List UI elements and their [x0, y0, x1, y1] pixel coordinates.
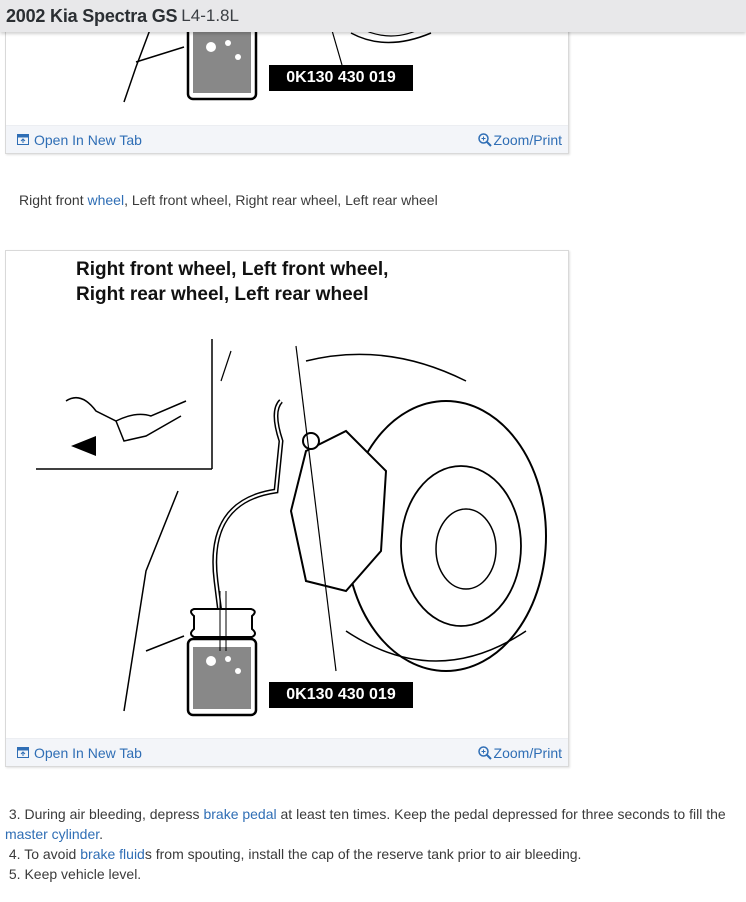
master-cylinder-link[interactable]: master cylinder: [5, 826, 100, 842]
open-new-tab-button[interactable]: Open In New Tab: [17, 132, 142, 148]
zoom-print-button[interactable]: Zoom/Print: [477, 131, 562, 148]
figure-2: Right front wheel, Left front wheel, Rig…: [5, 250, 569, 767]
vehicle-title: 2002 Kia Spectra GS: [6, 5, 178, 26]
brake-pedal-link[interactable]: brake pedal: [203, 806, 277, 822]
brake-bleeding-diagram: [36, 339, 547, 717]
open-new-tab-button[interactable]: Open In New Tab: [17, 745, 142, 761]
brake-fluid-link[interactable]: brake fluid: [80, 846, 145, 862]
wheel-order-text: Right front wheel, Left front wheel, Rig…: [19, 192, 438, 208]
zoom-in-icon: [477, 745, 492, 760]
part-number-label: 0K130 430 019: [269, 65, 413, 91]
step-3: 3. During air bleeding, depress brake pe…: [5, 806, 726, 842]
open-new-tab-icon: [17, 747, 29, 758]
figure-2-toolbar: Open In New Tab Zoom/Print: [6, 738, 568, 766]
open-new-tab-label: Open In New Tab: [34, 131, 142, 148]
page-header: 2002 Kia Spectra GS L4-1.8L: [0, 0, 746, 32]
zoom-in-icon: [477, 132, 492, 147]
zoom-print-button[interactable]: Zoom/Print: [477, 744, 562, 761]
figure-caption: Right front wheel, Left front wheel, Rig…: [76, 259, 389, 305]
engine-spec: L4-1.8L: [181, 6, 239, 25]
figure-2-image[interactable]: Right front wheel, Left front wheel, Rig…: [6, 251, 568, 738]
step-5: 5. Keep vehicle level.: [8, 866, 142, 882]
wheel-link[interactable]: wheel: [87, 192, 125, 208]
open-new-tab-label: Open In New Tab: [34, 744, 142, 761]
figure-1-toolbar: Open In New Tab Zoom/Print: [6, 125, 568, 153]
step-4: 4. To avoid brake fluids from spouting, …: [8, 846, 582, 862]
zoom-print-label: Zoom/Print: [493, 131, 562, 148]
open-new-tab-icon: [17, 134, 29, 145]
zoom-print-label: Zoom/Print: [493, 744, 562, 761]
part-number-label: 0K130 430 019: [269, 682, 413, 708]
